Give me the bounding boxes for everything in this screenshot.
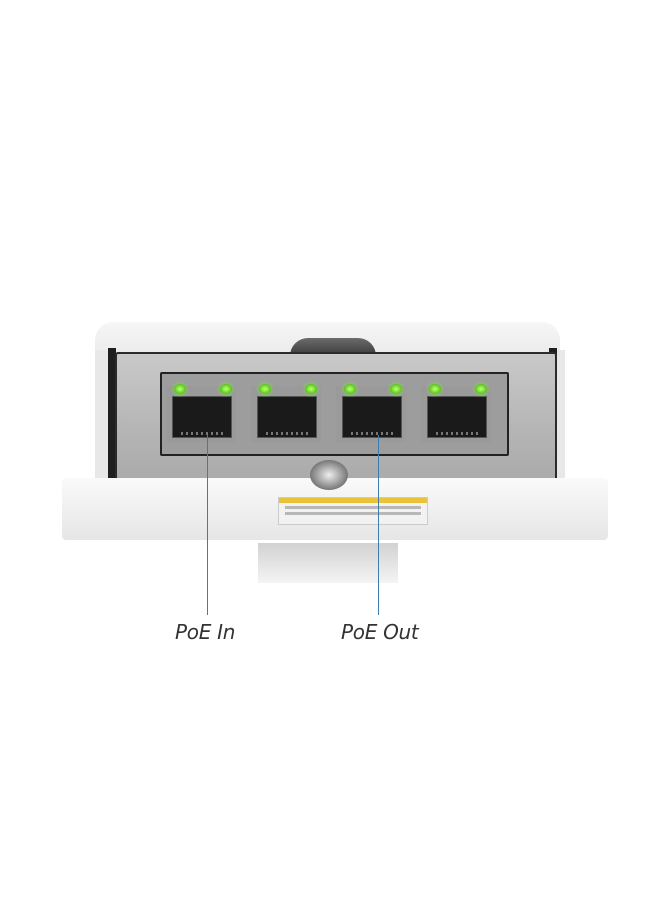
ethernet-port-3 — [336, 384, 406, 442]
status-led-icon — [259, 384, 271, 394]
status-led-icon — [174, 384, 186, 394]
rj45-jack-icon — [342, 396, 402, 438]
status-led-icon — [475, 384, 487, 394]
poe-out-callout-line — [378, 435, 379, 615]
warning-sticker — [278, 497, 428, 525]
status-led-icon — [429, 384, 441, 394]
enclosure-gasket-left — [108, 348, 116, 490]
ethernet-port-4 — [421, 384, 491, 442]
enclosure-hinge — [290, 338, 376, 356]
ethernet-port-1 — [166, 384, 236, 442]
status-led-icon — [390, 384, 402, 394]
poe-in-label: PoE In — [175, 620, 236, 644]
poe-in-callout-line — [207, 435, 208, 615]
status-led-icon — [220, 384, 232, 394]
screw-icon — [310, 460, 348, 490]
ethernet-port-2 — [251, 384, 321, 442]
rj45-jack-icon — [257, 396, 317, 438]
status-led-icon — [344, 384, 356, 394]
rj45-jack-icon — [172, 396, 232, 438]
rj45-jack-icon — [427, 396, 487, 438]
status-led-icon — [305, 384, 317, 394]
poe-out-label: PoE Out — [341, 620, 419, 644]
mounting-bracket — [258, 543, 398, 583]
